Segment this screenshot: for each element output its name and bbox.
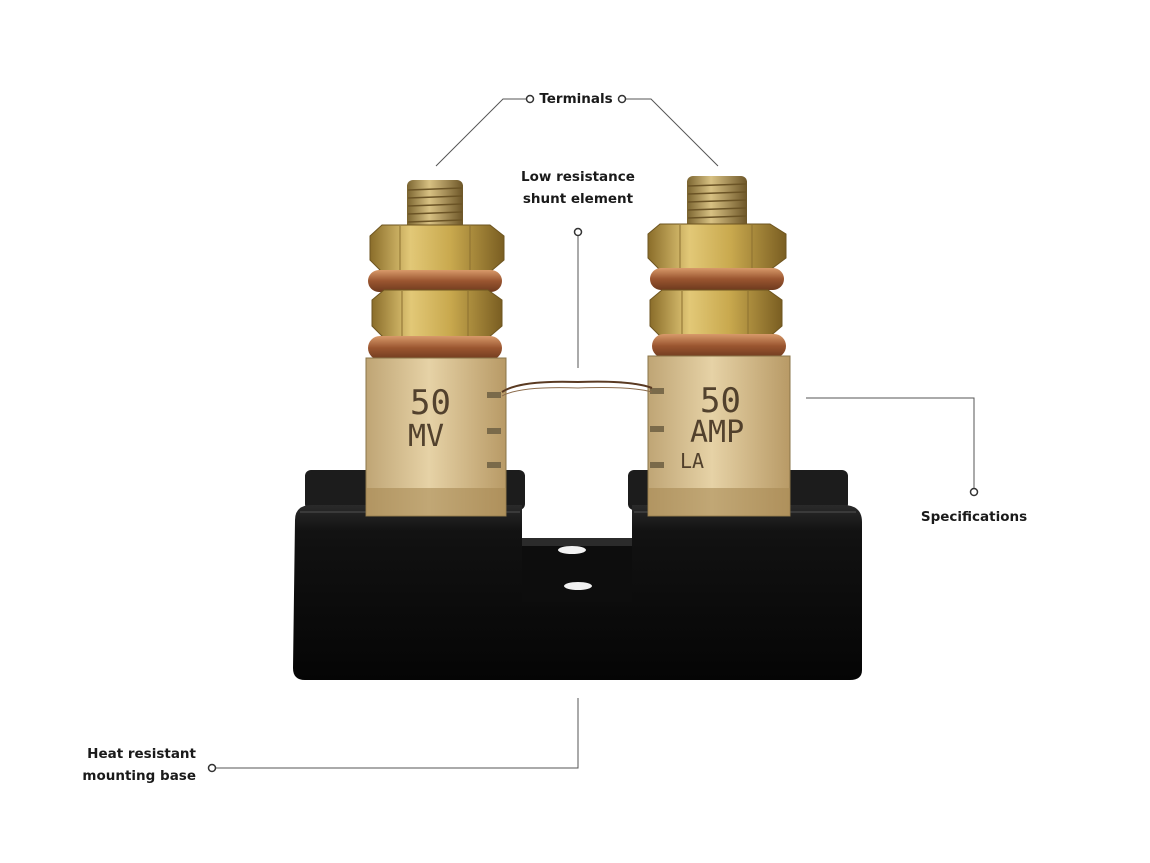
mounting-base-line1: Heat resistant [87, 746, 196, 762]
leader-lines [216, 98, 975, 769]
terminals-leader-left [435, 98, 526, 167]
right-stamp-line1: 50 [700, 381, 741, 421]
shunt-element-line1: Low resistance [521, 169, 635, 185]
mounting-base-line2: mounting base [82, 768, 196, 784]
terminals-leader-right [626, 98, 719, 167]
mounting-hole [564, 582, 592, 590]
left-upper-nut [369, 224, 505, 273]
left-stamp-line2: MV [408, 419, 444, 454]
mounting-base-leader [216, 698, 579, 769]
left-lower-nut [371, 289, 503, 339]
right-stamp-line2: AMP [690, 415, 744, 450]
terminals-label-text: Terminals [539, 91, 613, 107]
mounting-base-marker [207, 763, 217, 773]
specifications-label-text: Specifications [920, 509, 1028, 525]
right-terminal [647, 176, 791, 517]
right-upper-washer [650, 268, 784, 290]
left-stud [407, 180, 463, 232]
right-stamp-line3: LA [680, 449, 704, 473]
terminals-marker-left [525, 94, 535, 104]
right-lower-washer [652, 334, 786, 358]
terminals-marker-right [617, 94, 627, 104]
left-upper-washer [368, 270, 502, 292]
left-lower-washer [368, 336, 502, 360]
mounting-base-label: Heat resistant mounting base [60, 743, 196, 787]
specifications-leader [806, 397, 975, 488]
callout-markers [207, 94, 979, 773]
shunt-wire [501, 380, 653, 393]
right-lower-nut [649, 289, 783, 339]
specifications-marker [969, 487, 979, 497]
shunt-element-line2: shunt element [522, 191, 634, 207]
specifications-label: Specifications [908, 506, 1040, 528]
shunt-element-label: Low resistance shunt element [508, 166, 648, 210]
left-terminal [365, 180, 507, 517]
mounting-hole [558, 546, 586, 554]
right-upper-nut [647, 223, 787, 271]
left-stamp-line1: 50 [410, 383, 451, 423]
shunt-marker [573, 227, 583, 237]
terminals-label: Terminals [536, 88, 616, 110]
